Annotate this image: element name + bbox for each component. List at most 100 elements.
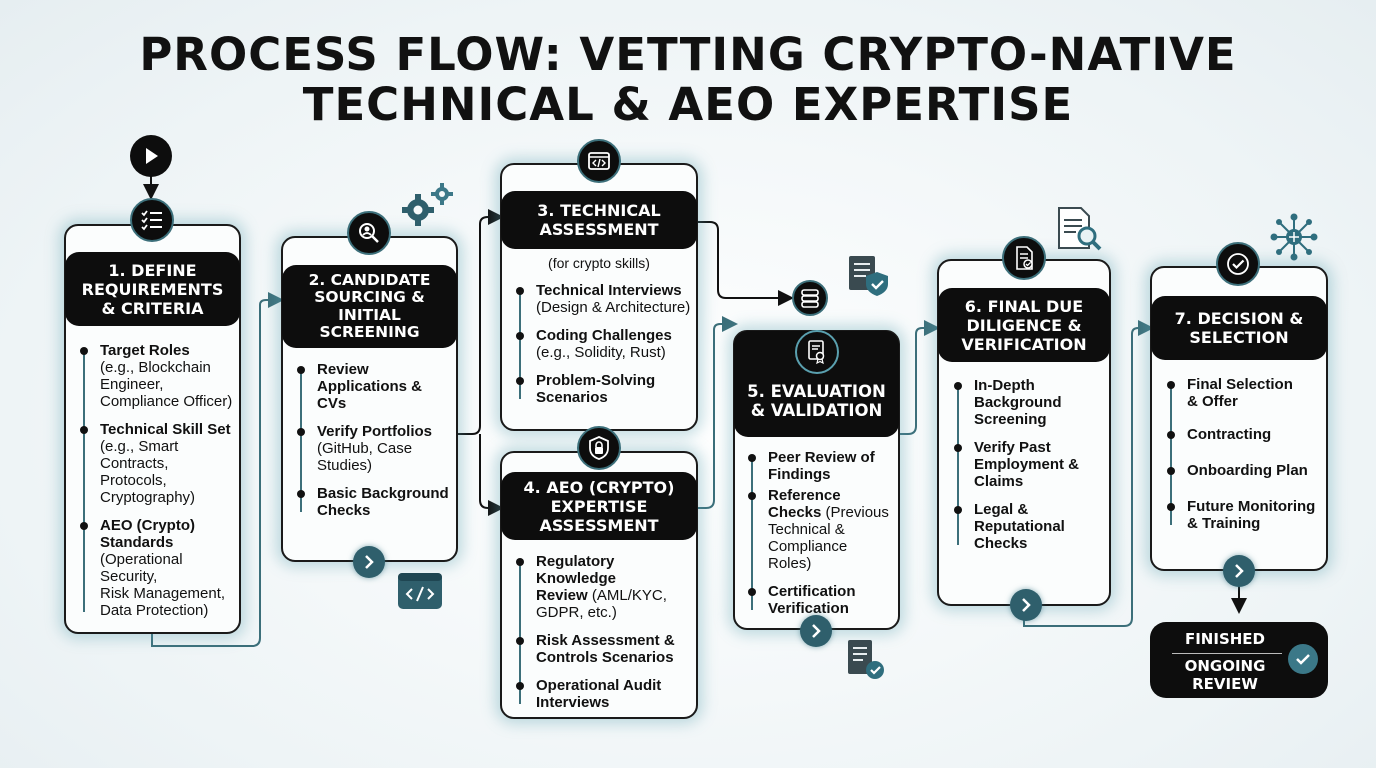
connector-2-4 (479, 434, 504, 516)
step-7-items: Final Selection & Offer Contracting Onbo… (1165, 376, 1327, 543)
step-5-next-button[interactable] (800, 615, 832, 647)
step-4-timeline (519, 563, 521, 704)
step-2-next-button[interactable] (353, 546, 385, 578)
connector-4-5 (698, 316, 738, 509)
code-icon (398, 573, 442, 609)
step-6-header: 6. FINAL DUE DILIGENCE & VERIFICATION (938, 288, 1110, 362)
connector-5-6 (900, 320, 940, 435)
step-6-items: In-Depth Background Screening Verify Pas… (952, 377, 1110, 563)
step-4-header-line: EXPERTISE (550, 496, 648, 516)
step-1-timeline (83, 352, 85, 612)
ongoing-review-line: ONGOING (1184, 657, 1266, 675)
list-item: Target Roles (e.g., Blockchain Engineer,… (78, 342, 238, 410)
step-2-header: 2. CANDIDATE SOURCING & INITIAL SCREENIN… (282, 265, 457, 348)
step-2-items: Review Applications & CVs Verify Portfol… (295, 361, 455, 530)
list-item: Coding Challenges (e.g., Solidity, Rust) (514, 327, 698, 361)
check-circle-icon (1288, 644, 1318, 674)
step-6-timeline (957, 387, 959, 545)
list-item: Problem-Solving Scenarios (514, 372, 698, 406)
list-item: Review Applications & CVs (295, 361, 455, 412)
step-4-header-line: 4. AEO (CRYPTO) (523, 477, 675, 497)
step-3-timeline (519, 292, 521, 399)
ongoing-review-label: ONGOING REVIEW (1160, 657, 1290, 693)
connector-1-2 (151, 292, 284, 647)
list-item: Risk Assessment & Controls Scenarios (514, 632, 698, 666)
step-3-header-line: 3. TECHNICAL (537, 201, 661, 220)
step-7-header-line: 7. DECISION & (1174, 309, 1304, 328)
chevron-right-icon (1022, 598, 1031, 612)
step-3-subtitle: (for crypto skills) (548, 255, 650, 271)
step-6-header-line: DILIGENCE & (966, 315, 1082, 335)
network-icon (1266, 212, 1322, 267)
connector-3-5 (698, 221, 794, 306)
list-item: Reference Checks (Previous Technical & C… (746, 487, 898, 572)
step-7-header: 7. DECISION & SELECTION (1151, 296, 1327, 360)
list-item: Certification Verification (746, 583, 898, 617)
lock-shield-icon (577, 426, 621, 470)
step-7-header-line: SELECTION (1189, 328, 1289, 347)
list-item: Future Monitoring & Training (1165, 498, 1327, 532)
code-window-icon (577, 139, 621, 183)
document-shield-icon (845, 254, 891, 303)
checklist-icon (130, 198, 174, 242)
database-icon (792, 280, 828, 316)
finished-badge: FINISHED ONGOING REVIEW (1150, 622, 1328, 698)
list-item: Technical Skill Set (e.g., Smart Contrac… (78, 421, 238, 506)
chevron-right-icon (812, 624, 821, 638)
gears-icon (398, 180, 458, 235)
search-user-icon (347, 211, 391, 255)
play-icon (130, 135, 172, 177)
step-3-header-line: ASSESSMENT (539, 220, 659, 239)
step-1-items: Target Roles (e.g., Blockchain Engineer,… (78, 342, 238, 630)
step-5-header-line: 5. EVALUATION (747, 382, 886, 401)
list-item: Contracting (1165, 426, 1327, 443)
finished-divider (1172, 653, 1282, 654)
list-item: Peer Review of Findings (746, 449, 898, 483)
step-2-header-line: SCREENING (319, 323, 420, 341)
connector-2-3 (458, 209, 504, 435)
step-1-header: 1. DEFINE REQUIREMENTS & CRITERIA (65, 252, 240, 326)
list-item: Technical Interviews (Design & Architect… (514, 282, 698, 316)
list-item: Verify Portfolios (GitHub, Case Studies) (295, 423, 455, 474)
step-2-header-line: SOURCING & (314, 288, 425, 306)
step-3-items: Technical Interviews (Design & Architect… (514, 282, 698, 417)
step-3-header: 3. TECHNICAL ASSESSMENT (501, 191, 697, 249)
step-7-next-button[interactable] (1223, 555, 1255, 587)
step-1-header-line: REQUIREMENTS (81, 279, 224, 299)
list-item: Basic Background Checks (295, 485, 455, 519)
document-check-icon (1002, 236, 1046, 280)
step-5-items: Peer Review of Findings Reference Checks… (746, 449, 898, 628)
step-7-timeline (1170, 386, 1172, 525)
step-1-header-line: 1. DEFINE (108, 260, 197, 280)
list-item: Verify Past Employment & Claims (952, 439, 1110, 490)
step-2-header-line: 2. CANDIDATE (308, 270, 431, 289)
step-6-next-button[interactable] (1010, 589, 1042, 621)
list-item: Final Selection & Offer (1165, 376, 1327, 410)
list-item: Regulatory Knowledge Review (AML/KYC, GD… (514, 553, 698, 621)
connector-6-7 (1023, 320, 1154, 627)
step-4-header-line: ASSESSMENT (539, 515, 659, 535)
search-document-icon (1053, 206, 1103, 259)
ongoing-review-line: REVIEW (1192, 675, 1258, 693)
step-6-header-line: 6. FINAL DUE (964, 296, 1084, 316)
step-2-header-line: INITIAL (338, 305, 401, 324)
list-item: In-Depth Background Screening (952, 377, 1110, 428)
step-1-header-line: & CRITERIA (101, 298, 204, 318)
step-5-timeline (751, 459, 753, 610)
chevron-right-icon (365, 555, 374, 569)
list-item: Onboarding Plan (1165, 462, 1327, 479)
finished-label: FINISHED (1184, 630, 1266, 648)
page-title-line2: TECHNICAL & AEO EXPERTISE (302, 78, 1074, 131)
step-6-header-line: VERIFICATION (961, 334, 1087, 354)
list-item: Operational Audit Interviews (514, 677, 698, 711)
page-title-line1: PROCESS FLOW: VETTING CRYPTO-NATIVE (139, 28, 1237, 81)
chevron-right-icon (1235, 564, 1244, 578)
step-4-header: 4. AEO (CRYPTO) EXPERTISE ASSESSMENT (501, 472, 697, 540)
document-check-icon (845, 638, 887, 687)
check-circle-icon (1216, 242, 1260, 286)
list-item: Legal & Reputational Checks (952, 501, 1110, 552)
step-4-items: Regulatory Knowledge Review (AML/KYC, GD… (514, 553, 698, 722)
step-2-timeline (300, 371, 302, 512)
list-item: AEO (Crypto) Standards (Operational Secu… (78, 517, 238, 619)
